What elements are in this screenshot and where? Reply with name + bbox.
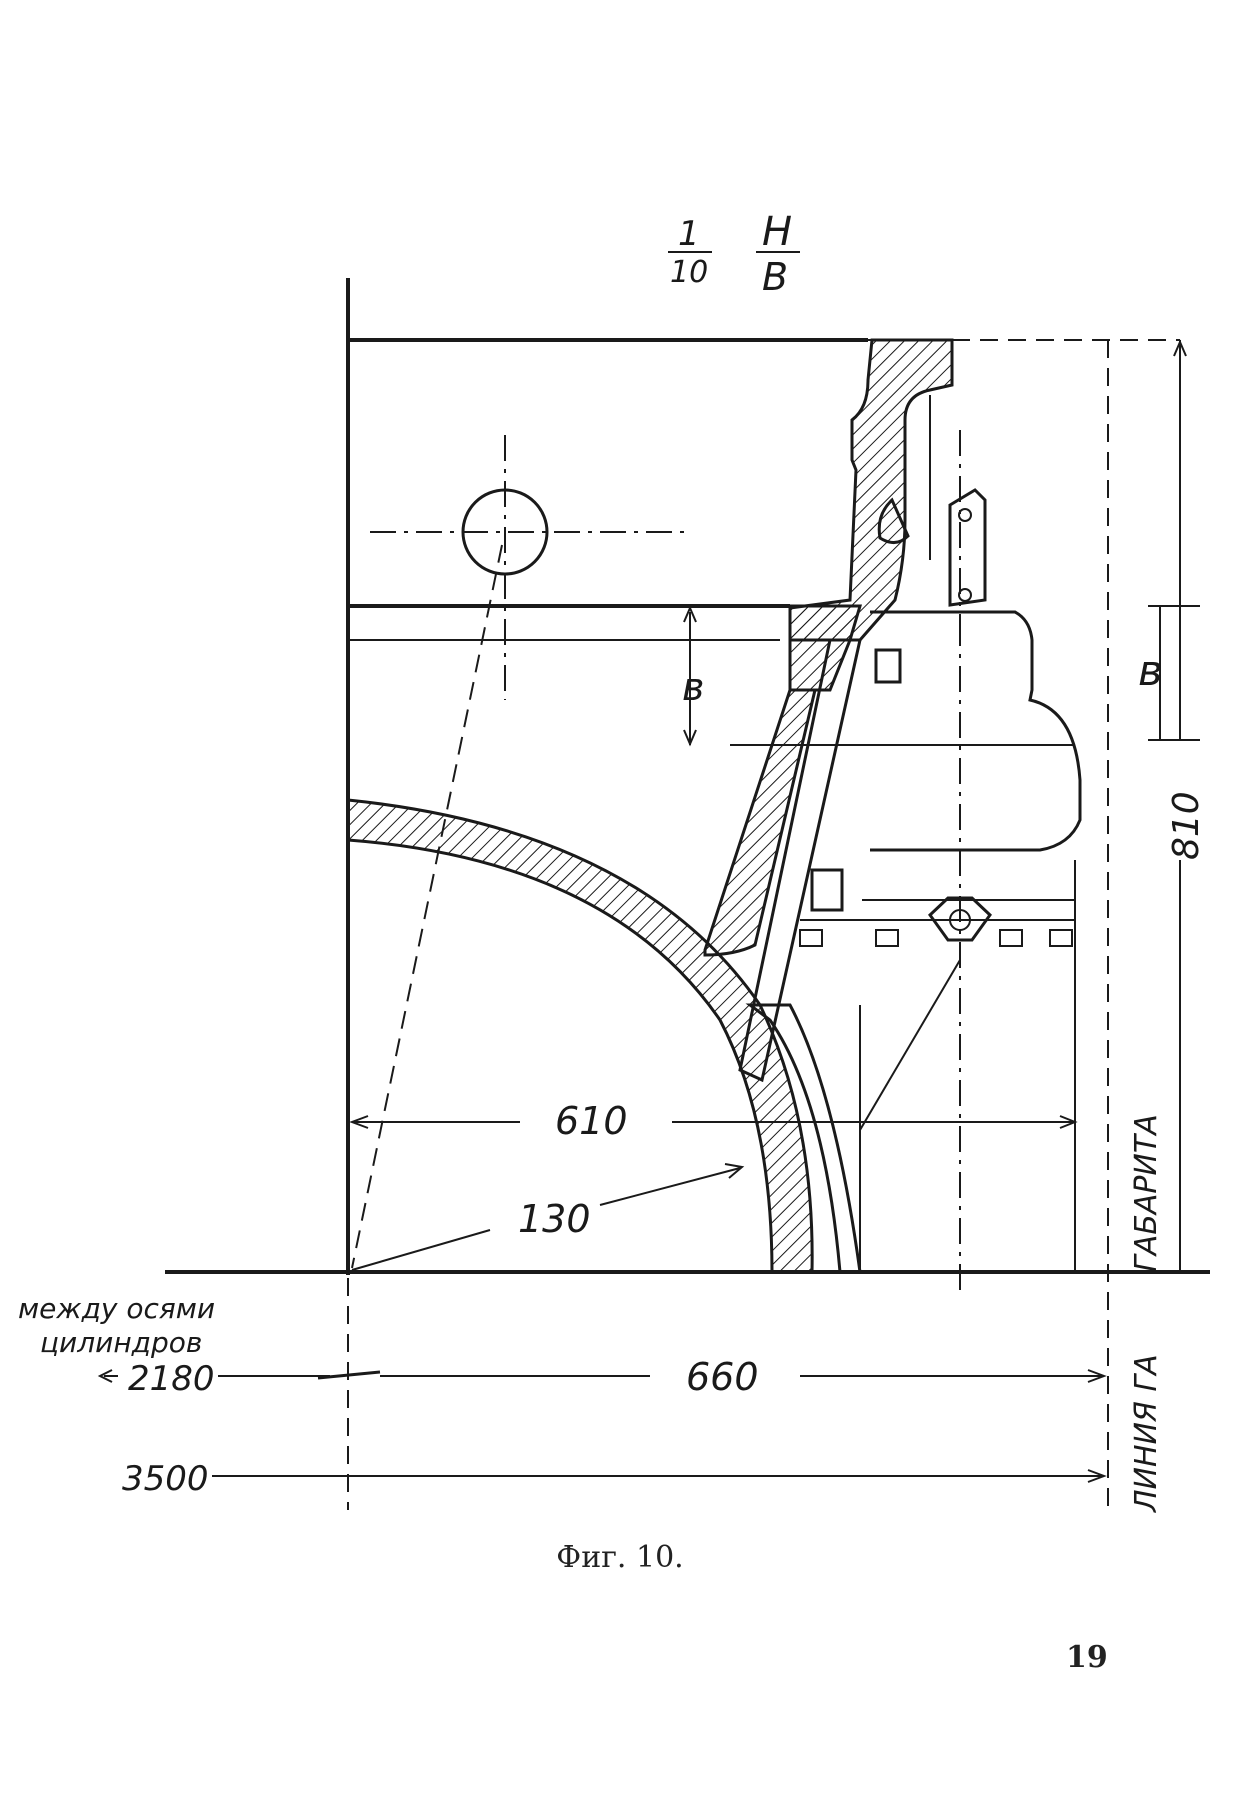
dimension-b-left: в bbox=[682, 605, 1075, 747]
scale-annotation: 1 10 H B bbox=[668, 209, 800, 299]
label-b-right: в bbox=[1138, 646, 1163, 695]
dimension-b-right: в bbox=[1138, 646, 1163, 695]
note-line1: между осями bbox=[18, 1292, 215, 1325]
cylinder-centre bbox=[370, 435, 690, 700]
dimension-810: 810 bbox=[1166, 339, 1207, 860]
dimension-610: 610 bbox=[349, 1099, 1078, 1143]
label-610: 610 bbox=[555, 1099, 628, 1143]
gauge-labels: ГАБАРИТА ЛИНИЯ ГА bbox=[1129, 1114, 1164, 1513]
label-b-left: в bbox=[682, 665, 704, 709]
gauge-line bbox=[1107, 340, 1200, 1510]
ratio-bottom: B bbox=[762, 255, 788, 299]
label-810: 810 bbox=[1166, 791, 1207, 860]
dimension-3500: 3500 bbox=[122, 1459, 1107, 1499]
label-660: 660 bbox=[686, 1355, 759, 1399]
wheel-section bbox=[346, 798, 862, 1274]
cylinder-body bbox=[800, 610, 1082, 1290]
scale-denominator: 10 bbox=[670, 255, 708, 290]
handwritten-note: между осями цилиндров bbox=[18, 1292, 215, 1359]
page-number: 19 bbox=[1066, 1640, 1108, 1675]
ratio-top: H bbox=[762, 209, 792, 255]
upper-bracket bbox=[948, 430, 987, 620]
label-3500: 3500 bbox=[122, 1459, 209, 1499]
figure-caption: Фиг. 10. bbox=[556, 1540, 684, 1575]
note-line2: цилиндров bbox=[40, 1326, 202, 1359]
gauge-label-upper: ГАБАРИТА bbox=[1129, 1114, 1164, 1272]
label-130: 130 bbox=[518, 1197, 591, 1241]
upper-casting-section bbox=[788, 338, 954, 692]
gauge-label-lower: ЛИНИЯ ГА bbox=[1129, 1354, 1164, 1513]
scale-numerator: 1 bbox=[678, 214, 700, 254]
label-2180: 2180 bbox=[128, 1359, 215, 1399]
frame-outline bbox=[165, 278, 1210, 1510]
dimension-130: 130 bbox=[351, 1163, 745, 1271]
construction-lines bbox=[351, 544, 961, 1269]
bolts bbox=[799, 648, 1073, 947]
dimension-660: 660 2180 bbox=[97, 1355, 1107, 1399]
